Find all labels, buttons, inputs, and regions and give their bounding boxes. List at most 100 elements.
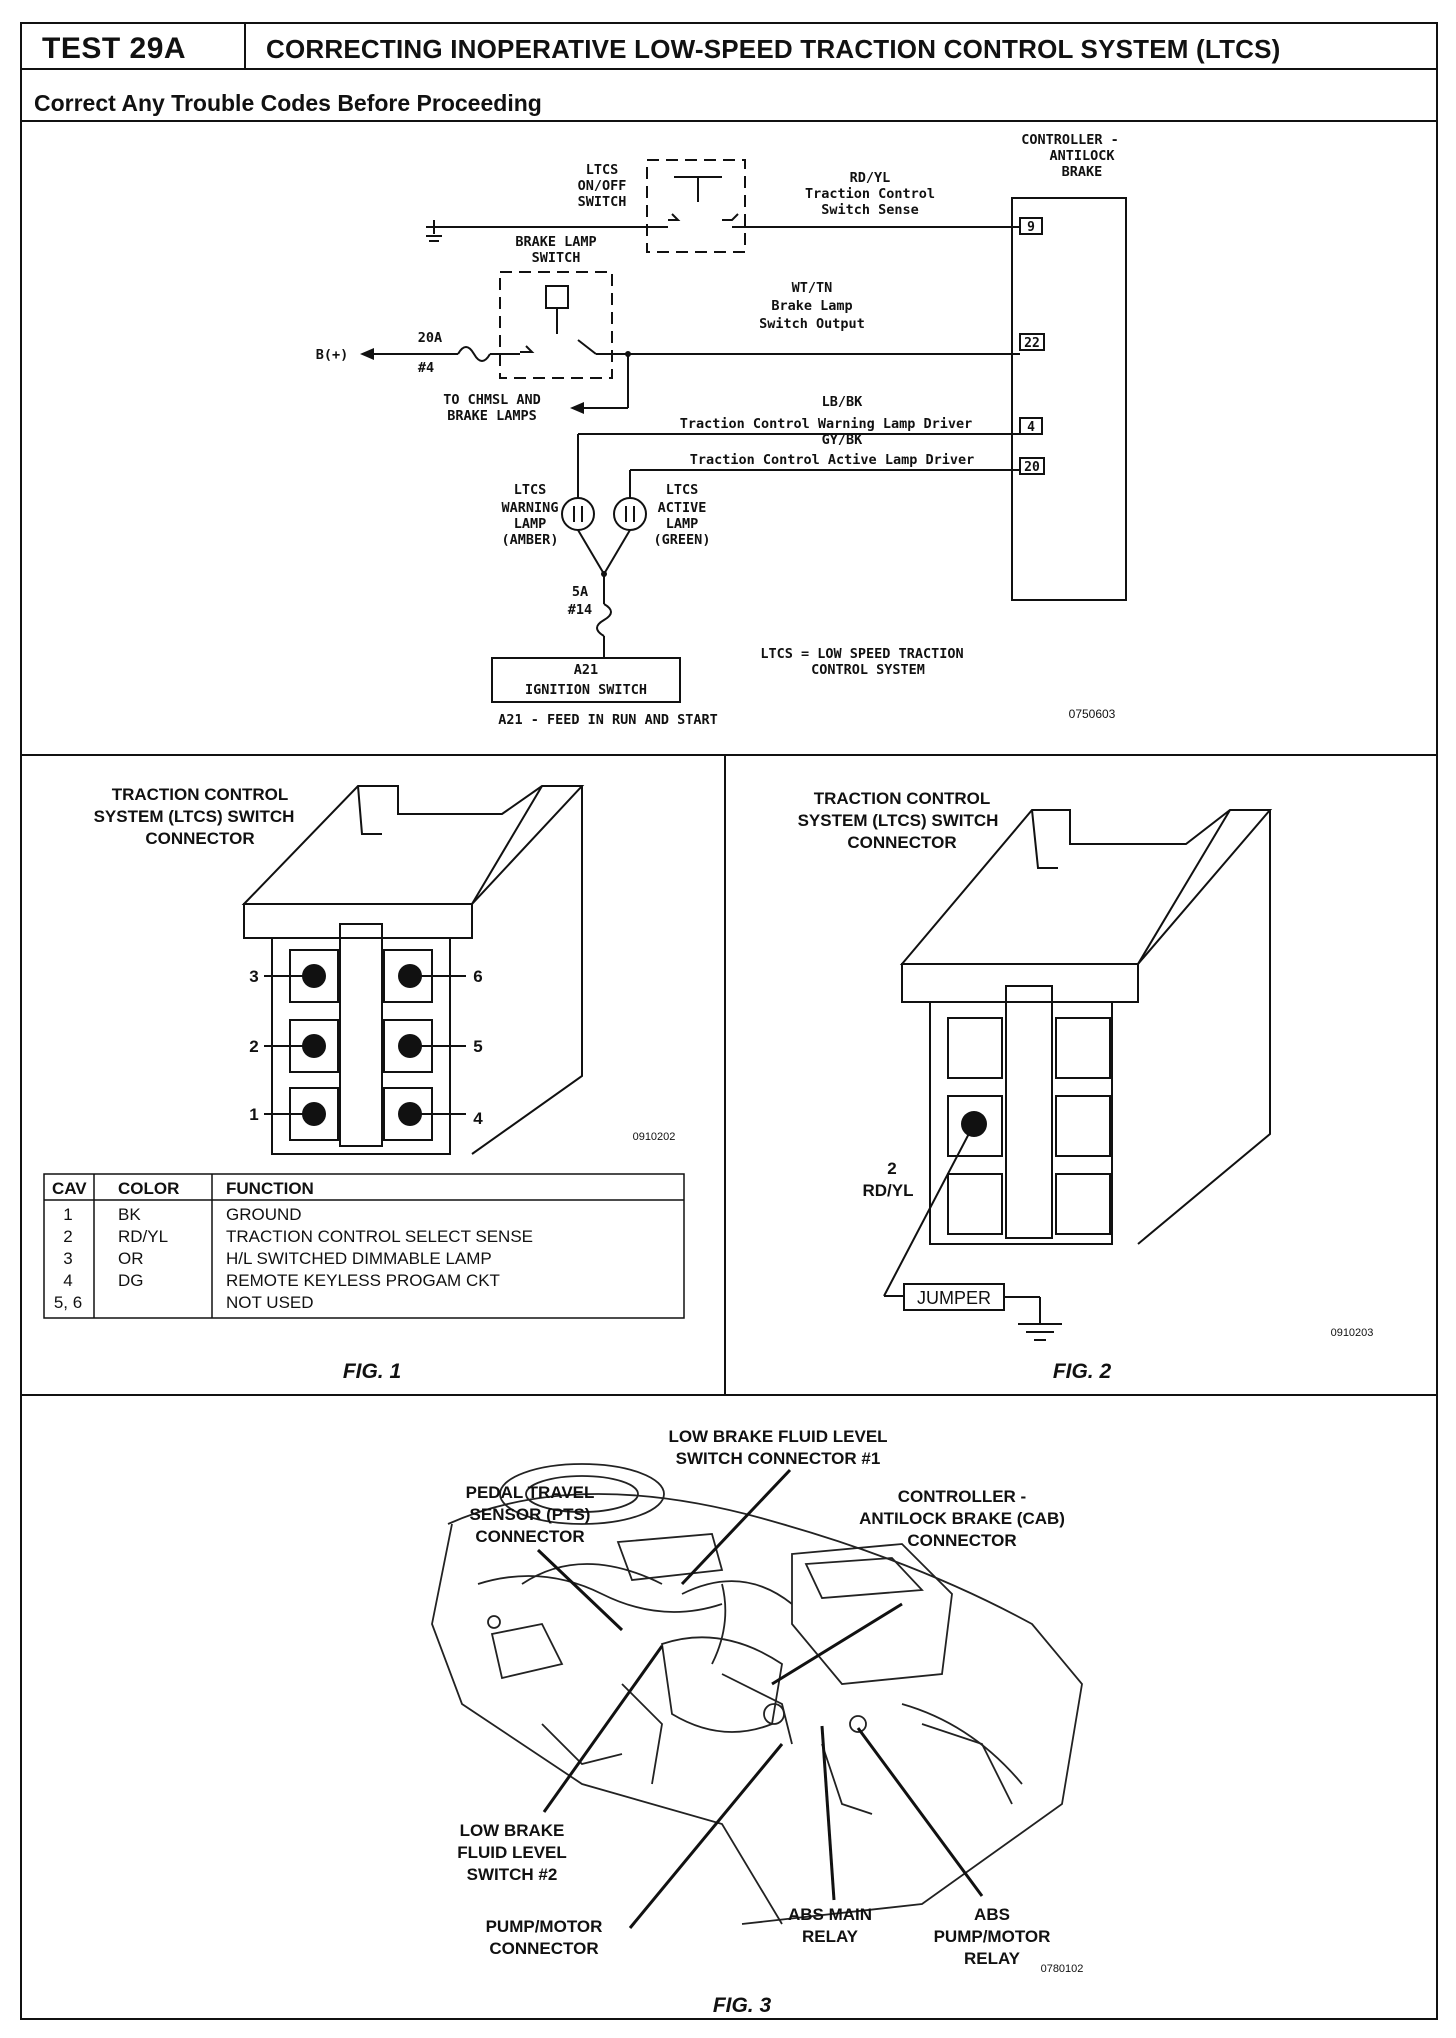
callout-pump-motor-line2: CONNECTOR bbox=[489, 1939, 598, 1958]
callout-abs-main-line2: RELAY bbox=[802, 1927, 859, 1946]
controller-label-2: ANTILOCK bbox=[1049, 148, 1115, 164]
fig2-connector: TRACTION CONTROL SYSTEM (LTCS) SWITCH CO… bbox=[798, 789, 1374, 1383]
active-lamp-label-3: LAMP bbox=[666, 516, 699, 532]
table-cav-4: 4 bbox=[63, 1271, 72, 1290]
table-color-4: DG bbox=[118, 1271, 144, 1290]
wire-rd-yl-1: RD/YL bbox=[850, 170, 891, 186]
wire-gy-bk-2: Traction Control Active Lamp Driver bbox=[690, 452, 974, 468]
fig3-ref-code: 0780102 bbox=[1041, 1963, 1084, 1975]
table-header-function: FUNCTION bbox=[226, 1179, 314, 1198]
table-function-5: NOT USED bbox=[226, 1293, 314, 1312]
ltcs-switch-box bbox=[646, 159, 746, 253]
brake-lamp-switch-label-2: SWITCH bbox=[532, 250, 581, 266]
pin-box-20 bbox=[1019, 457, 1045, 475]
fuse-5a-label: 5A bbox=[572, 584, 588, 600]
schematic-ref-code: 0750603 bbox=[1069, 707, 1116, 721]
table-function-2: TRACTION CONTROL SELECT SENSE bbox=[226, 1227, 533, 1246]
pin-label-5: 5 bbox=[473, 1037, 482, 1056]
brake-lamp-switch-label-1: BRAKE LAMP bbox=[515, 234, 596, 250]
fig2-ref-code: 0910203 bbox=[1331, 1327, 1374, 1339]
active-lamp-label-2: ACTIVE bbox=[658, 500, 707, 516]
fuse-20a-number: #4 bbox=[418, 360, 434, 376]
table-cav-1: 1 bbox=[63, 1205, 72, 1224]
pin-box-22 bbox=[1019, 333, 1045, 351]
fuse-5a-number: #14 bbox=[568, 602, 592, 618]
wire-rd-yl-2: Traction Control bbox=[805, 186, 935, 202]
pin-label-6: 6 bbox=[473, 967, 482, 986]
callout-pts-line2: SENSOR (PTS) bbox=[470, 1505, 591, 1524]
table-color-2: RD/YL bbox=[118, 1227, 168, 1246]
active-lamp-label-4: (GREEN) bbox=[654, 532, 711, 548]
ltcs-switch-label-3: SWITCH bbox=[578, 194, 627, 210]
subtitle: Correct Any Trouble Codes Before Proceed… bbox=[34, 90, 542, 116]
test-sheet: TEST 29A CORRECTING INOPERATIVE LOW-SPEE… bbox=[20, 22, 1438, 2020]
callout-low-brake-1-line2: SWITCH CONNECTOR #1 bbox=[676, 1449, 881, 1468]
wiring-schematic: CONTROLLER - ANTILOCK BRAKE LTCS ON/OFF … bbox=[316, 132, 1127, 728]
pin-9: 9 bbox=[1027, 220, 1035, 235]
cavity-2-terminal-fig2 bbox=[961, 1111, 987, 1137]
fig3-caption: FIG. 3 bbox=[713, 1994, 772, 2017]
ltcs-switch-label-1: LTCS bbox=[586, 162, 619, 178]
leader-abs-main bbox=[820, 1725, 836, 1901]
callout-low-brake-2-line2: FLUID LEVEL bbox=[457, 1843, 567, 1862]
fig-divider bbox=[724, 754, 726, 1394]
pinout-table bbox=[43, 1173, 685, 1319]
callout-cab-line1: CONTROLLER - bbox=[898, 1487, 1026, 1506]
ignition-switch-name: IGNITION SWITCH bbox=[525, 682, 647, 698]
fig2-title-1: TRACTION CONTROL bbox=[814, 789, 991, 808]
schematic-rule bbox=[22, 754, 1436, 756]
callout-abs-pump-line3: RELAY bbox=[964, 1949, 1021, 1968]
warning-lamp-label-4: (AMBER) bbox=[502, 532, 559, 548]
table-cav-5: 5, 6 bbox=[54, 1293, 82, 1312]
cavity-6-terminal bbox=[398, 964, 422, 988]
pin-20: 20 bbox=[1024, 460, 1040, 475]
jumper-label: JUMPER bbox=[917, 1288, 991, 1308]
callout-pts-line3: CONNECTOR bbox=[475, 1527, 584, 1546]
wire-lb-bk-1: LB/BK bbox=[822, 394, 864, 410]
engine-bay-illustration bbox=[431, 1463, 1083, 1925]
header-rule bbox=[22, 68, 1436, 70]
subtitle-rule bbox=[22, 120, 1436, 122]
controller-label-3: BRAKE bbox=[1062, 164, 1103, 180]
table-header-color: COLOR bbox=[118, 1179, 179, 1198]
fig1-title-2: SYSTEM (LTCS) SWITCH bbox=[94, 807, 295, 826]
callout-cab-line3: CONNECTOR bbox=[907, 1531, 1016, 1550]
callout-abs-pump-line2: PUMP/MOTOR bbox=[934, 1927, 1051, 1946]
leader-pts bbox=[536, 1548, 624, 1632]
callout-pts-line1: PEDAL TRAVEL bbox=[466, 1483, 595, 1502]
wire-wt-tn-3: Switch Output bbox=[759, 316, 865, 332]
fig1-title-1: TRACTION CONTROL bbox=[112, 785, 289, 804]
wire-wt-tn-2: Brake Lamp bbox=[771, 298, 852, 314]
pin-22: 22 bbox=[1024, 336, 1040, 351]
ltcs-switch-label-2: ON/OFF bbox=[578, 178, 627, 194]
table-function-4: REMOTE KEYLESS PROGAM CKT bbox=[226, 1271, 500, 1290]
fuse-20a-label: 20A bbox=[418, 330, 442, 346]
table-function-1: GROUND bbox=[226, 1205, 302, 1224]
fig2-title-3: CONNECTOR bbox=[847, 833, 956, 852]
fig2-pin-number: 2 bbox=[887, 1159, 896, 1178]
chmsl-label-2: BRAKE LAMPS bbox=[447, 408, 536, 424]
legend-note-2: CONTROL SYSTEM bbox=[811, 662, 925, 678]
header-divider bbox=[244, 24, 246, 68]
table-color-1: BK bbox=[118, 1205, 141, 1224]
pin-4: 4 bbox=[1027, 420, 1035, 435]
warning-lamp-label-2: WARNING bbox=[502, 500, 559, 516]
wire-wt-tn-1: WT/TN bbox=[792, 280, 833, 296]
fig2-pin-color: RD/YL bbox=[863, 1181, 914, 1200]
active-lamp-label-1: LTCS bbox=[666, 482, 699, 498]
leader-low-brake-1 bbox=[680, 1468, 792, 1586]
fig1-connector: TRACTION CONTROL SYSTEM (LTCS) SWITCH CO… bbox=[43, 785, 685, 1383]
battery-label: B(+) bbox=[316, 347, 349, 363]
fig2-title-2: SYSTEM (LTCS) SWITCH bbox=[798, 811, 999, 830]
callout-cab-line2: ANTILOCK BRAKE (CAB) bbox=[859, 1509, 1065, 1528]
cavity-1-terminal bbox=[302, 1102, 326, 1126]
pin-label-4: 4 bbox=[473, 1109, 483, 1128]
callout-abs-main-line1: ABS MAIN bbox=[788, 1905, 872, 1924]
wire-gy-bk-1: GY/BK bbox=[822, 432, 864, 448]
fig1-title-3: CONNECTOR bbox=[145, 829, 254, 848]
callout-low-brake-2-line3: SWITCH #2 bbox=[467, 1865, 558, 1884]
cavity-4-terminal bbox=[398, 1102, 422, 1126]
table-color-3: OR bbox=[118, 1249, 144, 1268]
table-function-3: H/L SWITCHED DIMMABLE LAMP bbox=[226, 1249, 492, 1268]
page-title: CORRECTING INOPERATIVE LOW-SPEED TRACTIO… bbox=[266, 34, 1281, 64]
